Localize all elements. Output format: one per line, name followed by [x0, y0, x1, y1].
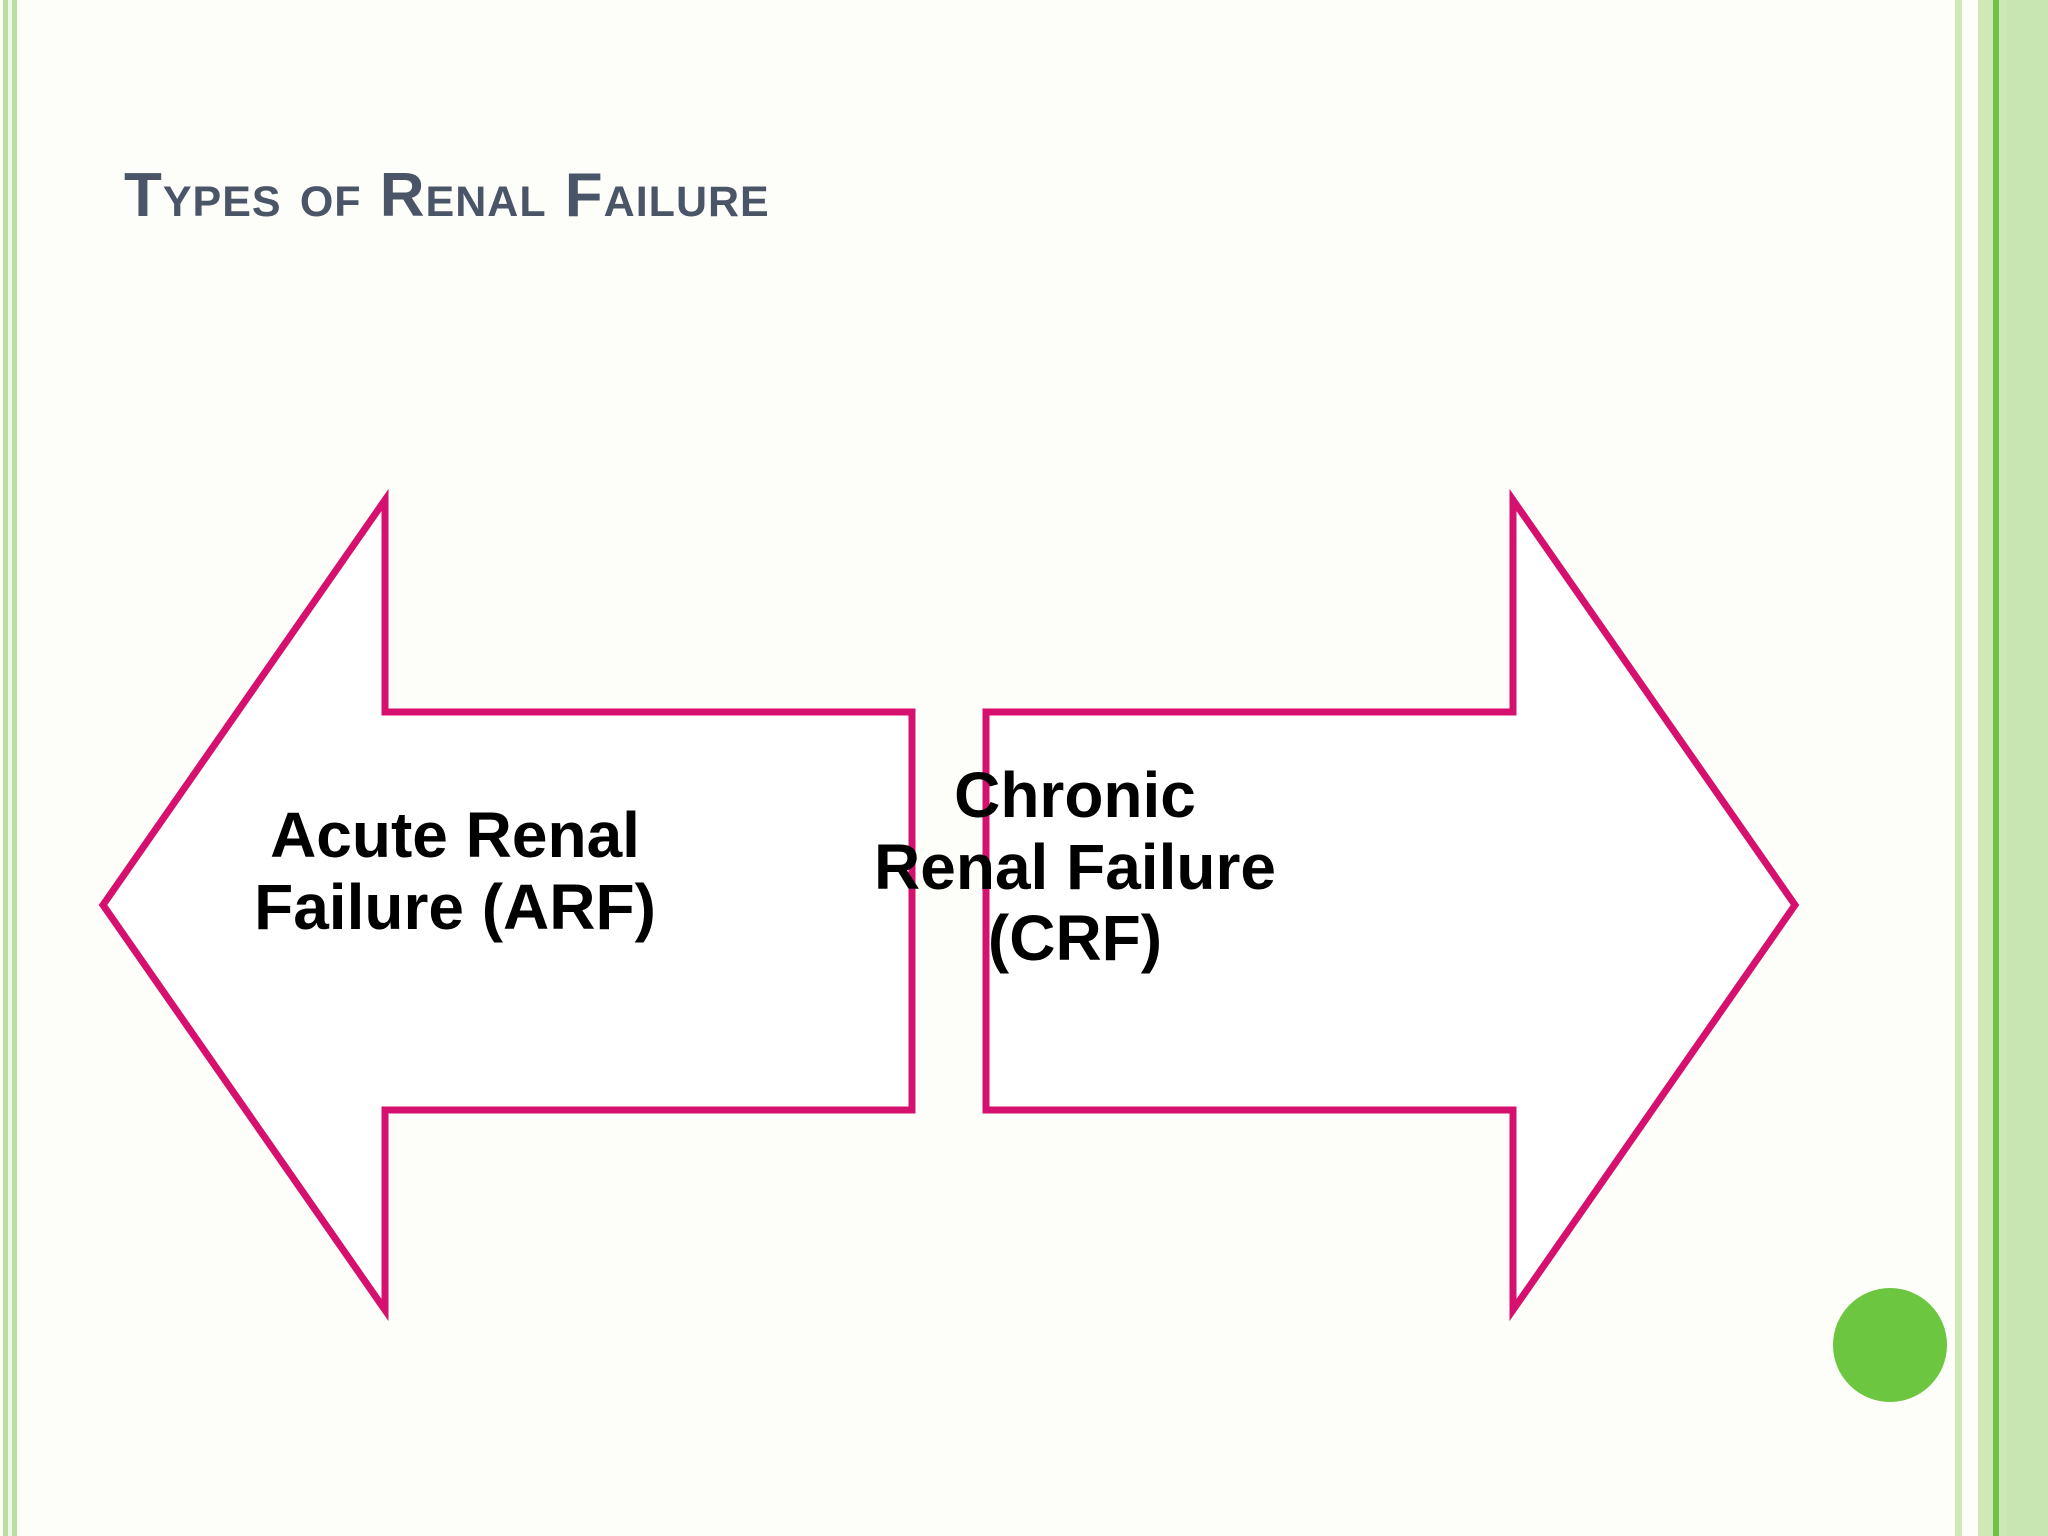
right-border-stripe-5 — [1999, 0, 2007, 1536]
right-border-stripe-1 — [1955, 0, 1962, 1536]
right-border-stripe-4 — [1993, 0, 1999, 1536]
left-border-stripe-1 — [3, 0, 8, 1536]
right-arrow-label-line-1: Chronic — [954, 759, 1196, 831]
left-border-stripe-2 — [8, 0, 12, 1536]
right-border-stripe-2 — [1962, 0, 1978, 1536]
right-border-stripe-6 — [2007, 0, 2048, 1536]
right-arrow-label-line-2: Renal Failure — [874, 830, 1276, 903]
left-arrow-label-line-2: Failure (ARF) — [254, 870, 656, 943]
left-border-stripe-3 — [12, 0, 17, 1536]
green-circle-decoration — [1833, 1288, 1947, 1402]
right-arrow-shape — [982, 488, 1800, 1322]
right-arrow-label-line-3: (CRF) — [987, 902, 1163, 975]
left-arrow-shape — [98, 488, 916, 1322]
left-arrow-label-line-1: Acute Renal — [270, 799, 640, 871]
right-border-stripe-3 — [1978, 0, 1993, 1536]
right-arrow-label: Chronic Renal Failure (CRF) — [800, 759, 1350, 975]
left-arrow-label: Acute Renal Failure (ARF) — [215, 799, 695, 943]
page-title: Types of Renal Failure — [124, 161, 770, 230]
